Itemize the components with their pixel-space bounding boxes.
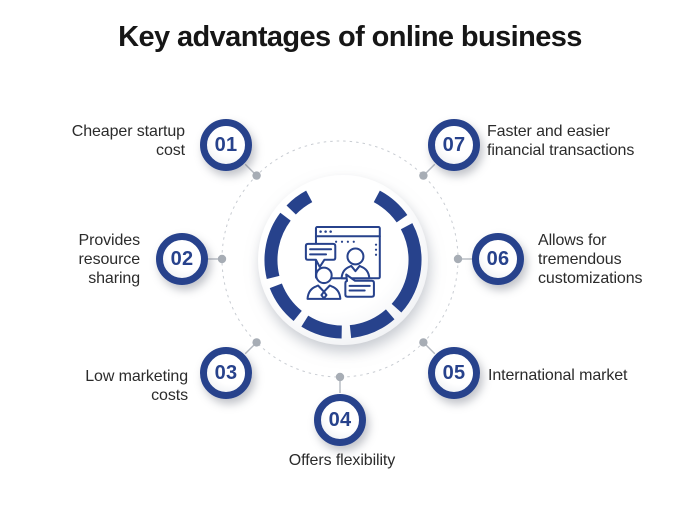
ring-segment-7 — [286, 190, 313, 215]
item-badge-02: 02 — [156, 233, 208, 285]
segmented-ring — [264, 190, 422, 339]
connector-dot-01 — [252, 171, 261, 180]
ring-segment-4 — [301, 315, 343, 339]
connector-dot-07 — [419, 171, 428, 180]
page-title: Key advantages of online business — [118, 21, 582, 53]
item-label-01: Cheaper startup cost — [71, 123, 185, 159]
person-foreground-head-icon — [315, 266, 333, 285]
item-number-03: 03 — [214, 361, 238, 384]
item-label-07: Faster and easier financial transactions — [487, 123, 635, 159]
item-label-03: Low marketing costs — [85, 368, 188, 404]
item-number-07: 07 — [442, 133, 466, 156]
ring-segment-2 — [391, 223, 422, 313]
ring-segment-3 — [349, 309, 395, 339]
item-number-05: 05 — [442, 361, 466, 384]
connector-dots — [217, 171, 463, 382]
ring-segment-6 — [264, 212, 291, 279]
browser-titlebar-dots-icon — [319, 230, 332, 233]
item-badge-01: 01 — [200, 119, 252, 171]
item-label-04: Offers flexibility — [288, 452, 396, 469]
item-label-06: Allows for tremendous customizations — [538, 232, 643, 287]
online-video-chat-icon — [304, 226, 381, 300]
ring-segment-5 — [269, 283, 302, 321]
speech-bubble-left-lines-icon — [309, 248, 333, 256]
item-badge-07: 07 — [428, 119, 480, 171]
speech-bubble-right-lines-icon — [348, 284, 371, 292]
item-badge-04: 04 — [314, 394, 366, 446]
connector-dot-02 — [217, 254, 227, 264]
connector-dot-04 — [335, 372, 345, 382]
window-dots-row-icon — [335, 240, 355, 243]
person-on-screen-head-icon — [346, 247, 365, 266]
connector-dot-05 — [419, 338, 428, 347]
item-number-01: 01 — [214, 133, 238, 156]
connector-dot-03 — [252, 338, 261, 347]
item-label-02: Provides resource sharing — [78, 232, 141, 287]
item-number-04: 04 — [328, 408, 352, 431]
person-foreground-tie-icon — [320, 290, 328, 300]
ring-segment-1 — [373, 190, 408, 223]
item-label-05: International market — [488, 367, 628, 384]
item-number-06: 06 — [486, 247, 510, 270]
connector-dot-06 — [453, 254, 463, 264]
item-number-02: 02 — [170, 247, 194, 270]
item-badge-05: 05 — [428, 347, 480, 399]
item-badge-06: 06 — [472, 233, 524, 285]
window-dots-column-icon — [374, 243, 378, 256]
item-badge-03: 03 — [200, 347, 252, 399]
